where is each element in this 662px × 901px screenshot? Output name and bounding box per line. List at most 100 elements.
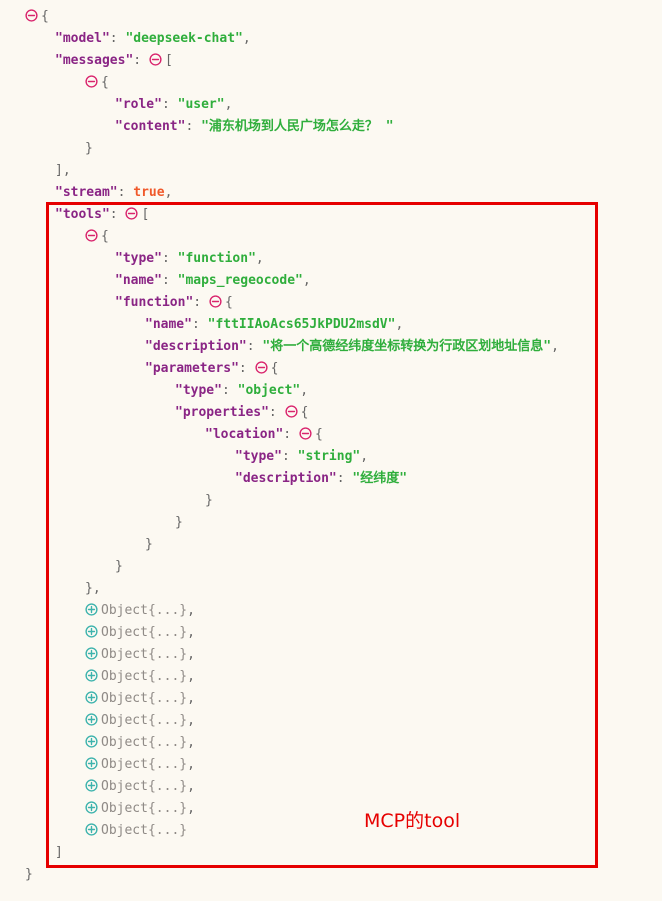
json-punctuation: : — [246, 339, 263, 354]
expand-icon[interactable] — [85, 644, 101, 666]
collapsed-object-label[interactable]: Object{...} — [101, 779, 188, 794]
json-brace: ] — [55, 163, 63, 178]
json-line: { — [0, 6, 662, 28]
json-string-value: "经纬度" — [352, 471, 408, 486]
json-brace: { — [314, 427, 323, 442]
json-punctuation: : — [161, 97, 178, 112]
json-key: "name" — [145, 317, 192, 332]
json-line: "messages": [ — [0, 50, 662, 72]
json-line: ] — [0, 842, 662, 864]
collapsed-object-label[interactable]: Object{...} — [101, 735, 188, 750]
json-key: "description" — [235, 471, 337, 486]
json-punctuation: , — [302, 273, 311, 288]
json-line: "type": "string", — [0, 446, 662, 468]
json-punctuation: : — [161, 251, 178, 266]
json-line: Object{...}, — [0, 754, 662, 776]
expand-icon[interactable] — [85, 600, 101, 622]
json-brace: { — [270, 361, 279, 376]
json-string-value: "浦东机场到人民广场怎么走？ " — [201, 119, 394, 134]
json-punctuation: : — [336, 471, 353, 486]
json-brace: { — [41, 9, 49, 24]
json-punctuation: : — [117, 185, 134, 200]
json-string-value: "function" — [177, 251, 256, 266]
json-brace: [ — [141, 207, 150, 222]
json-key: "type" — [175, 383, 222, 398]
expand-icon[interactable] — [85, 776, 101, 798]
expand-icon[interactable] — [85, 710, 101, 732]
json-punctuation: , — [187, 801, 195, 816]
json-line: Object{...}, — [0, 798, 662, 820]
json-line: } — [0, 138, 662, 160]
json-string-value: "fttIIAoAcs65JkPDU2msdV" — [207, 317, 396, 332]
expand-icon[interactable] — [85, 732, 101, 754]
collapse-icon[interactable] — [85, 72, 101, 94]
json-punctuation: : — [268, 405, 285, 420]
json-line: "model": "deepseek-chat", — [0, 28, 662, 50]
json-punctuation: : — [161, 273, 178, 288]
json-boolean-value: true — [133, 185, 165, 200]
json-key: "function" — [115, 295, 194, 310]
collapsed-object-label[interactable]: Object{...} — [101, 603, 188, 618]
json-line: "role": "user", — [0, 94, 662, 116]
json-key: "type" — [235, 449, 282, 464]
collapsed-object-label[interactable]: Object{...} — [101, 669, 188, 684]
collapsed-object-label[interactable]: Object{...} — [101, 713, 188, 728]
expand-icon[interactable] — [85, 798, 101, 820]
collapse-icon[interactable] — [25, 6, 41, 28]
collapsed-object-label[interactable]: Object{...} — [101, 647, 188, 662]
json-brace: } — [85, 141, 93, 156]
json-punctuation: : — [283, 427, 299, 442]
expand-icon[interactable] — [85, 820, 101, 842]
json-line: "properties": { — [0, 402, 662, 424]
collapse-icon[interactable] — [299, 424, 315, 446]
json-brace: { — [224, 295, 233, 310]
json-punctuation: , — [187, 691, 195, 706]
collapsed-object-label[interactable]: Object{...} — [101, 625, 188, 640]
json-line: Object{...}, — [0, 622, 662, 644]
json-punctuation: : — [238, 361, 255, 376]
json-punctuation: : — [185, 119, 202, 134]
expand-icon[interactable] — [85, 622, 101, 644]
json-punctuation: : — [281, 449, 298, 464]
json-key: "description" — [145, 339, 247, 354]
collapse-icon[interactable] — [149, 50, 165, 72]
json-string-value: "string" — [297, 449, 361, 464]
collapse-icon[interactable] — [125, 204, 141, 226]
json-line: "name": "maps_regeocode", — [0, 270, 662, 292]
json-punctuation: , — [255, 251, 264, 266]
json-brace: } — [205, 493, 213, 508]
json-punctuation: , — [242, 31, 251, 46]
collapsed-object-label[interactable]: Object{...} — [101, 801, 188, 816]
json-key: "parameters" — [145, 361, 239, 376]
json-punctuation: , — [187, 735, 195, 750]
json-string-value: "将一个高德经纬度坐标转换为行政区划地址信息" — [262, 339, 552, 354]
annotation-label: MCP的tool — [364, 810, 461, 832]
json-line: "description": "将一个高德经纬度坐标转换为行政区划地址信息", — [0, 336, 662, 358]
json-punctuation: , — [360, 449, 369, 464]
json-line: Object{...} — [0, 820, 662, 842]
expand-icon[interactable] — [85, 688, 101, 710]
json-line: Object{...}, — [0, 688, 662, 710]
collapse-icon[interactable] — [209, 292, 225, 314]
collapse-icon[interactable] — [85, 226, 101, 248]
json-punctuation: : — [109, 31, 126, 46]
json-punctuation: , — [187, 757, 195, 772]
json-punctuation: : — [221, 383, 238, 398]
json-line: Object{...}, — [0, 732, 662, 754]
json-brace: } — [115, 559, 123, 574]
collapsed-object-label[interactable]: Object{...} — [101, 823, 188, 838]
collapsed-object-label[interactable]: Object{...} — [101, 691, 188, 706]
json-key: "properties" — [175, 405, 269, 420]
json-key: "type" — [115, 251, 162, 266]
collapse-icon[interactable] — [284, 402, 301, 424]
collapse-icon[interactable] — [254, 358, 271, 380]
json-key: "messages" — [55, 53, 134, 68]
expand-icon[interactable] — [85, 666, 101, 688]
json-key: "model" — [55, 31, 110, 46]
json-brace: { — [300, 405, 309, 420]
expand-icon[interactable] — [85, 754, 101, 776]
json-line: ], — [0, 160, 662, 182]
json-line: } — [0, 490, 662, 512]
collapsed-object-label[interactable]: Object{...} — [101, 757, 188, 772]
